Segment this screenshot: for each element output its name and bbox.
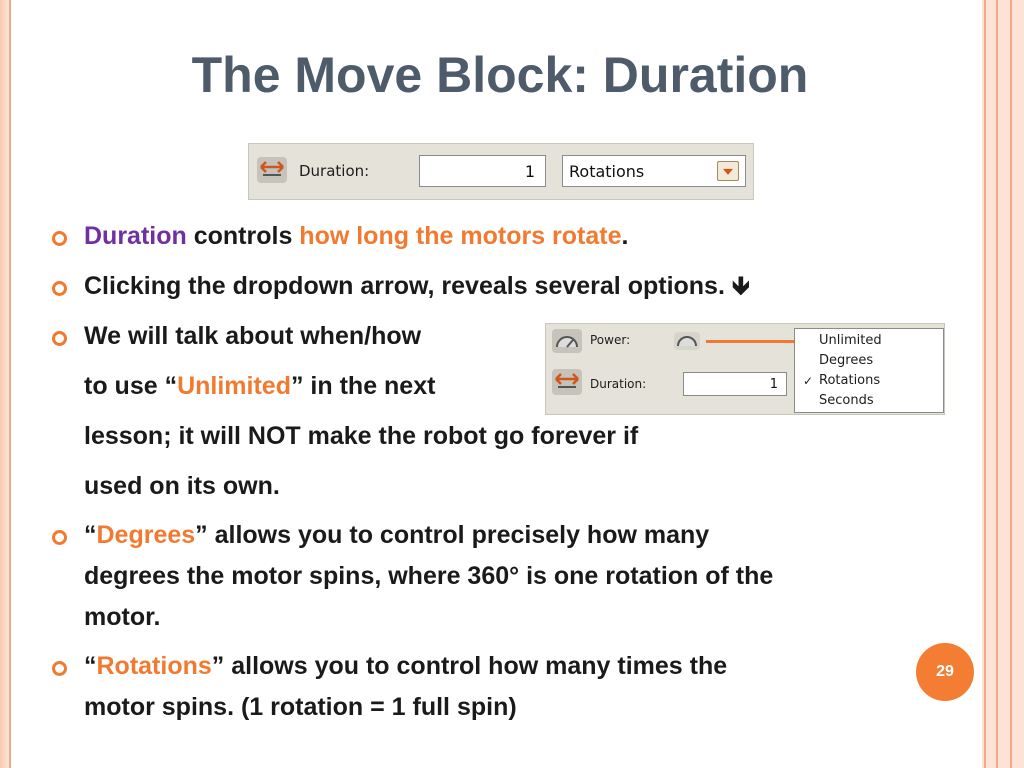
bullet-line: motor spins. (1 rotation = 1 full spin) xyxy=(84,693,517,721)
bullet-text: Clicking the dropdown arrow, reveals sev… xyxy=(84,272,725,300)
frame-left-border xyxy=(0,0,9,768)
bullet-text: to use “ xyxy=(84,372,178,400)
bullet-line: We will talk about when/how xyxy=(84,322,422,350)
duration-arrows-icon xyxy=(552,369,582,395)
bullet-line: to use “Unlimited” in the next xyxy=(84,371,932,401)
option-unlimited[interactable]: Unlimited xyxy=(819,333,882,348)
frame-right-line xyxy=(984,0,986,768)
bullet-circle-icon xyxy=(52,331,67,346)
duration-value-input[interactable]: 1 xyxy=(683,372,787,396)
option-seconds[interactable]: Seconds xyxy=(819,393,874,408)
frame-right-line xyxy=(1010,0,1012,768)
slide-title: The Move Block: Duration xyxy=(191,47,809,103)
power-slider-icon xyxy=(674,332,700,350)
duration-label: Duration: xyxy=(590,377,647,391)
bullet-line: lesson; it will NOT make the robot go fo… xyxy=(84,422,639,450)
bullet-line: “Degrees” allows you to control precisel… xyxy=(84,520,932,550)
frame-right-line xyxy=(996,0,998,768)
bullet-circle-icon xyxy=(52,661,67,676)
bullet-text: ” in the next xyxy=(290,372,436,400)
bullet-line: Duration controls how long the motors ro… xyxy=(84,221,932,251)
duration-unit-select[interactable]: Rotations xyxy=(562,155,746,187)
bullet-unlimited: We will talk about when/how to use “Unli… xyxy=(52,321,932,501)
bullet-line: Clicking the dropdown arrow, reveals sev… xyxy=(84,271,932,301)
power-slider[interactable] xyxy=(706,340,796,343)
option-degrees[interactable]: Degrees xyxy=(819,353,874,368)
bullet-line: motor. xyxy=(84,603,161,631)
bullet-dropdown: Clicking the dropdown arrow, reveals sev… xyxy=(52,271,932,301)
bullet-duration: Duration controls how long the motors ro… xyxy=(52,221,932,251)
bullet-circle-icon xyxy=(52,281,67,296)
term-degrees: Degrees xyxy=(96,521,196,549)
bullet-text: controls xyxy=(186,222,300,250)
down-arrow-icon: 🡻 xyxy=(731,272,750,300)
power-label: Power: xyxy=(590,333,631,347)
frame-right-border xyxy=(982,0,1024,768)
term-duration: Duration xyxy=(84,222,187,250)
bullet-circle-icon xyxy=(52,231,67,246)
duration-unit-menu: Unlimited Degrees ✓ Rotations Seconds xyxy=(794,328,944,413)
frame-left-line xyxy=(9,0,11,768)
bullet-line: used on its own. xyxy=(84,472,280,500)
duration-arrows-icon xyxy=(257,157,287,183)
bullet-text: “ xyxy=(84,521,97,549)
bullet-degrees: “Degrees” allows you to control precisel… xyxy=(52,520,932,632)
duration-unit-value: Rotations xyxy=(569,162,645,181)
bullet-rotations: “Rotations” allows you to control how ma… xyxy=(52,651,932,722)
bullet-line: degrees the motor spins, where 360° is o… xyxy=(84,562,774,590)
bullet-circle-icon xyxy=(52,530,67,545)
bullet-line: “Rotations” allows you to control how ma… xyxy=(84,651,932,681)
duration-widget: Duration: 1 Rotations xyxy=(248,143,754,200)
page-number-badge: 29 xyxy=(916,643,974,701)
bullet-list: Duration controls how long the motors ro… xyxy=(52,221,932,722)
term-unlimited: Unlimited xyxy=(177,372,291,400)
bullet-text: “ xyxy=(84,652,97,680)
bullet-text: ” allows you to control how many times t… xyxy=(211,652,728,680)
duration-label: Duration: xyxy=(299,162,370,180)
duration-value-input[interactable]: 1 xyxy=(419,155,546,187)
dropdown-arrow-icon[interactable] xyxy=(717,161,739,181)
term-how-long: how long the motors rotate xyxy=(299,222,622,250)
bullet-text: . xyxy=(621,222,629,250)
power-speedometer-icon xyxy=(552,329,582,353)
check-icon: ✓ xyxy=(803,374,814,388)
option-rotations[interactable]: Rotations xyxy=(819,373,881,388)
term-rotations: Rotations xyxy=(96,652,212,680)
bullet-text: ” allows you to control precisely how ma… xyxy=(195,521,710,549)
